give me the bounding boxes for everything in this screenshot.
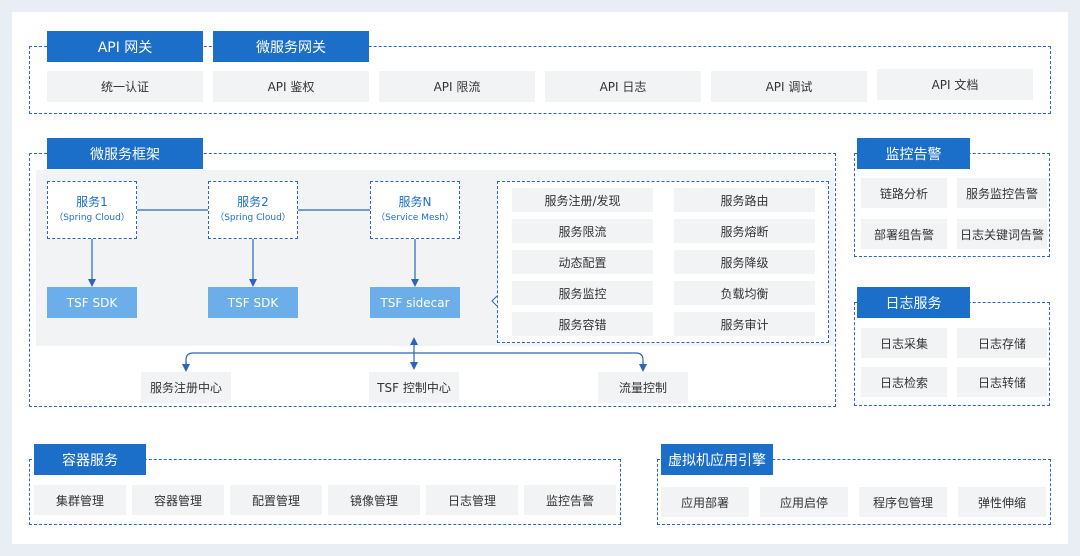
sdk-box-1: TSF SDK	[47, 287, 137, 318]
capability-item: 动态配置	[512, 250, 653, 274]
vm-item: 应用启停	[760, 487, 848, 517]
api-gateway-header: API 网关	[47, 31, 203, 62]
service-box-n: 服务N （Service Mesh）	[370, 181, 460, 239]
container-item: 镜像管理	[328, 485, 420, 515]
vm-frame	[657, 459, 1051, 525]
gateway-frame	[29, 46, 1051, 114]
control-center: TSF 控制中心	[369, 372, 459, 403]
gateway-item: API 鉴权	[213, 71, 369, 102]
capability-item: 负载均衡	[674, 281, 815, 305]
log-item: 日志转储	[957, 367, 1047, 397]
gateway-item: API 限流	[379, 71, 535, 102]
monitor-item: 服务监控告警	[957, 178, 1047, 208]
service-box-2: 服务2 （Spring Cloud）	[208, 181, 298, 239]
container-item: 日志管理	[426, 485, 518, 515]
framework-frame	[29, 153, 836, 407]
service-sub: （Service Mesh）	[376, 213, 454, 223]
sidecar-box: TSF sidecar	[370, 287, 460, 318]
service-name: 服务N	[398, 195, 432, 209]
sdk-box-2: TSF SDK	[208, 287, 298, 318]
service-sub: （Spring Cloud）	[215, 213, 291, 223]
container-item: 监控告警	[524, 485, 616, 515]
service-sub: （Spring Cloud）	[54, 213, 130, 223]
service-name: 服务2	[237, 195, 269, 209]
log-item: 日志存储	[957, 328, 1047, 358]
gateway-item: API 调试	[711, 71, 867, 102]
vm-header: 虚拟机应用引擎	[661, 444, 773, 475]
service-box-1: 服务1 （Spring Cloud）	[47, 181, 137, 239]
gateway-item: 统一认证	[47, 71, 203, 102]
capability-item: 服务审计	[674, 312, 815, 336]
container-item: 集群管理	[34, 485, 126, 515]
capability-item: 服务限流	[512, 219, 653, 243]
gateway-item: API 文档	[877, 69, 1033, 100]
vm-item: 弹性伸缩	[958, 487, 1046, 517]
monitor-item: 日志关键词告警	[957, 219, 1047, 249]
registry-center: 服务注册中心	[141, 372, 231, 403]
monitor-item: 部署组告警	[861, 219, 947, 249]
ms-gateway-header: 微服务网关	[213, 31, 369, 62]
vm-item: 应用部署	[661, 487, 749, 517]
capability-item: 服务容错	[512, 312, 653, 336]
traffic-control: 流量控制	[598, 372, 688, 403]
log-item: 日志采集	[861, 328, 947, 358]
container-item: 容器管理	[132, 485, 224, 515]
service-name: 服务1	[76, 195, 108, 209]
capability-item: 服务监控	[512, 281, 653, 305]
gateway-item: API 日志	[545, 71, 701, 102]
capability-item: 服务降级	[674, 250, 815, 274]
container-frame	[29, 459, 621, 525]
capability-item: 服务路由	[674, 188, 815, 212]
capability-item: 服务熔断	[674, 219, 815, 243]
vm-item: 程序包管理	[859, 487, 947, 517]
log-header: 日志服务	[857, 287, 970, 318]
monitor-header: 监控告警	[857, 138, 970, 169]
monitor-item: 链路分析	[861, 178, 947, 208]
capability-item: 服务注册/发现	[512, 188, 653, 212]
container-item: 配置管理	[230, 485, 322, 515]
log-item: 日志检索	[861, 367, 947, 397]
framework-header: 微服务框架	[47, 138, 203, 169]
container-header: 容器服务	[34, 444, 146, 475]
